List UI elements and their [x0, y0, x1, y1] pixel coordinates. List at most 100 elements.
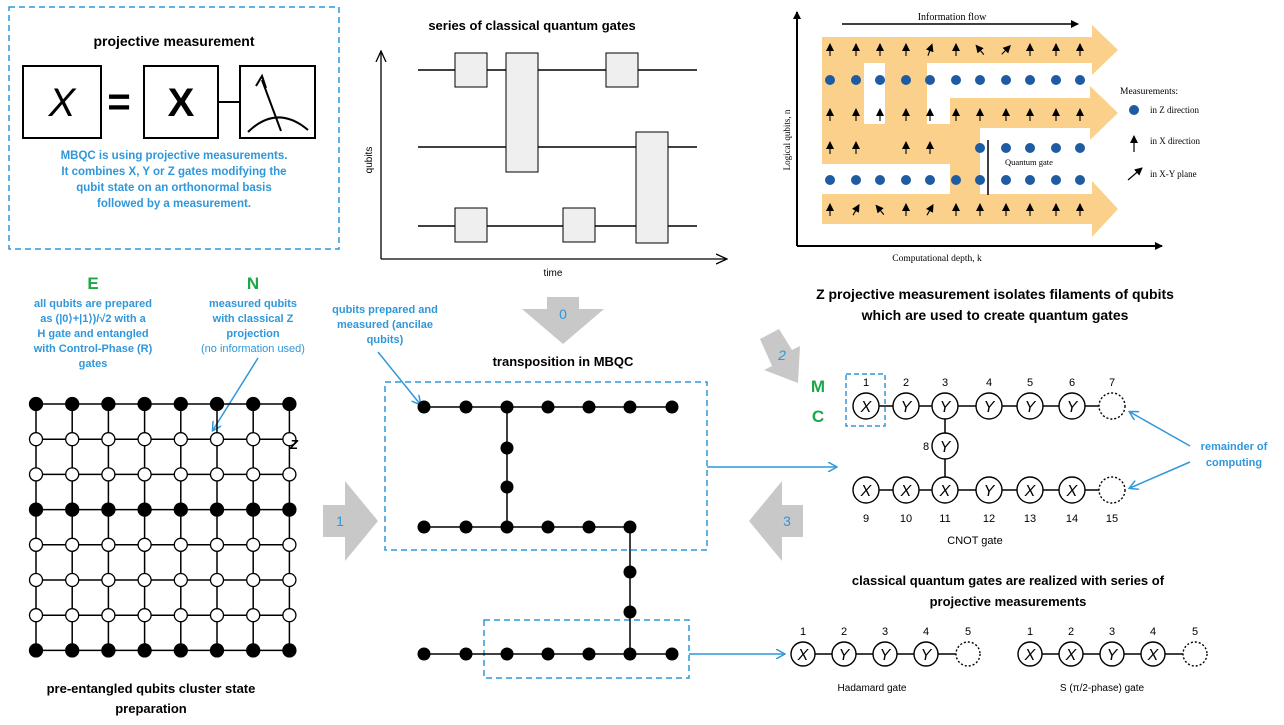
qubit-node [541, 647, 555, 661]
measured-qubit [28, 432, 44, 447]
measured-qubit [852, 476, 880, 504]
measurement-op: Y [901, 399, 913, 416]
n-line-2: with classical Z [212, 313, 294, 325]
measured-qubit [137, 467, 152, 482]
gate-box [454, 52, 488, 88]
z-measure-dot [975, 143, 985, 153]
z-measure-dot [1051, 175, 1061, 185]
entangled-qubit [28, 502, 44, 517]
qubit-node [500, 480, 514, 494]
entangled-qubit [101, 396, 116, 412]
qubit-number: 5 [1027, 377, 1033, 389]
qubit-node [417, 400, 431, 414]
circuit-ylabel: qubits [364, 147, 375, 174]
z-measure-dot [1025, 143, 1035, 153]
measurement-op: Y [880, 647, 892, 664]
measured-qubit [65, 432, 80, 447]
measured-qubit [173, 608, 188, 623]
z-measure-dot [1075, 175, 1085, 185]
measurement-op: Y [1107, 647, 1119, 664]
ancilla-line-1: qubits prepared and [332, 304, 438, 316]
flow-arrow [875, 204, 885, 215]
panel-title: projective measurement [93, 33, 254, 49]
qubit-number: 9 [863, 513, 869, 525]
measured-qubit [28, 537, 44, 552]
n-line-1: measured qubits [209, 298, 297, 310]
z-measure-dot [951, 75, 961, 85]
z-measure-dot [825, 75, 835, 85]
qubit-number: 1 [1027, 626, 1033, 638]
legend-title: Measurements: [1120, 87, 1178, 97]
measured-qubit [246, 432, 261, 447]
z-measure-dot [1001, 75, 1011, 85]
measured-qubit [892, 392, 920, 420]
entangled-qubit [65, 396, 80, 412]
z-measure-dot [925, 175, 935, 185]
transposition-title: transposition in MBQC [493, 354, 634, 369]
n-pointer-arrow [213, 357, 259, 430]
legend-z-dot [1129, 105, 1139, 115]
measurement-op: Y [940, 439, 952, 456]
x-operator-italic: X [48, 81, 77, 125]
desc-line-1: MBQC is using projective measurements. [61, 150, 288, 162]
flow-caption-1: Z projective measurement isolates filame… [816, 286, 1174, 302]
qubit-node [541, 400, 555, 414]
measured-qubit [246, 572, 261, 588]
z-measure-dot [1001, 175, 1011, 185]
gate-box [635, 131, 669, 244]
qubit-number: 10 [900, 513, 912, 525]
z-measure-dot [925, 75, 935, 85]
e-line-3: H gate and entangled [37, 328, 148, 340]
meter-box [239, 65, 316, 139]
measured-qubit [209, 608, 225, 623]
flow-arrow [925, 43, 934, 56]
measured-qubit [101, 572, 116, 588]
qubit-node [541, 520, 555, 534]
qubit-number: 11 [939, 513, 950, 525]
measured-qubit [137, 537, 152, 552]
classical-caption-1: classical quantum gates are realized wit… [852, 573, 1165, 588]
measured-qubit [1058, 392, 1086, 420]
measured-qubit [1140, 641, 1166, 667]
equals-sign: = [107, 80, 130, 124]
measured-qubit [28, 608, 44, 623]
qubit-number: 12 [983, 513, 995, 525]
measurement-op: Y [940, 399, 952, 416]
qubit-node [623, 400, 637, 414]
measured-qubit [65, 467, 80, 482]
remaining-qubit [1098, 392, 1126, 420]
measured-qubit [852, 392, 880, 420]
measured-qubit [282, 432, 297, 447]
qubit-number: 3 [882, 626, 888, 638]
step-arrow-1: 1 [323, 481, 378, 561]
measured-qubit [65, 537, 80, 552]
measurement-op: X [860, 483, 873, 500]
measured-qubit [1058, 476, 1086, 504]
measured-qubit [137, 608, 152, 623]
remaining-qubit [955, 641, 981, 667]
qubit-number: 5 [965, 626, 971, 638]
gate-box [454, 207, 488, 243]
qubit-node [500, 441, 514, 455]
remainder-arrow-bottom [1130, 461, 1191, 488]
flow-caption-2: which are used to create quantum gates [861, 307, 1129, 323]
entangled-qubit [282, 396, 297, 412]
flow-arrow [926, 203, 934, 216]
qubit-number: 4 [1150, 626, 1156, 638]
measured-qubit [173, 572, 188, 588]
measurement-op: Y [839, 647, 851, 664]
entangled-qubit [282, 502, 297, 517]
z-measure-dot [901, 175, 911, 185]
n-letter: N [247, 274, 259, 293]
entangled-qubit [137, 396, 152, 412]
measured-qubit [913, 641, 939, 667]
qubit-node [500, 400, 514, 414]
qubit-number: 4 [986, 377, 992, 389]
measured-qubit [1099, 641, 1125, 667]
z-measure-dot [1001, 143, 1011, 153]
qubit-number: 3 [942, 377, 948, 389]
z-measure-dot [1051, 75, 1061, 85]
desc-line-2: It combines X, Y or Z gates modifying th… [61, 166, 286, 178]
